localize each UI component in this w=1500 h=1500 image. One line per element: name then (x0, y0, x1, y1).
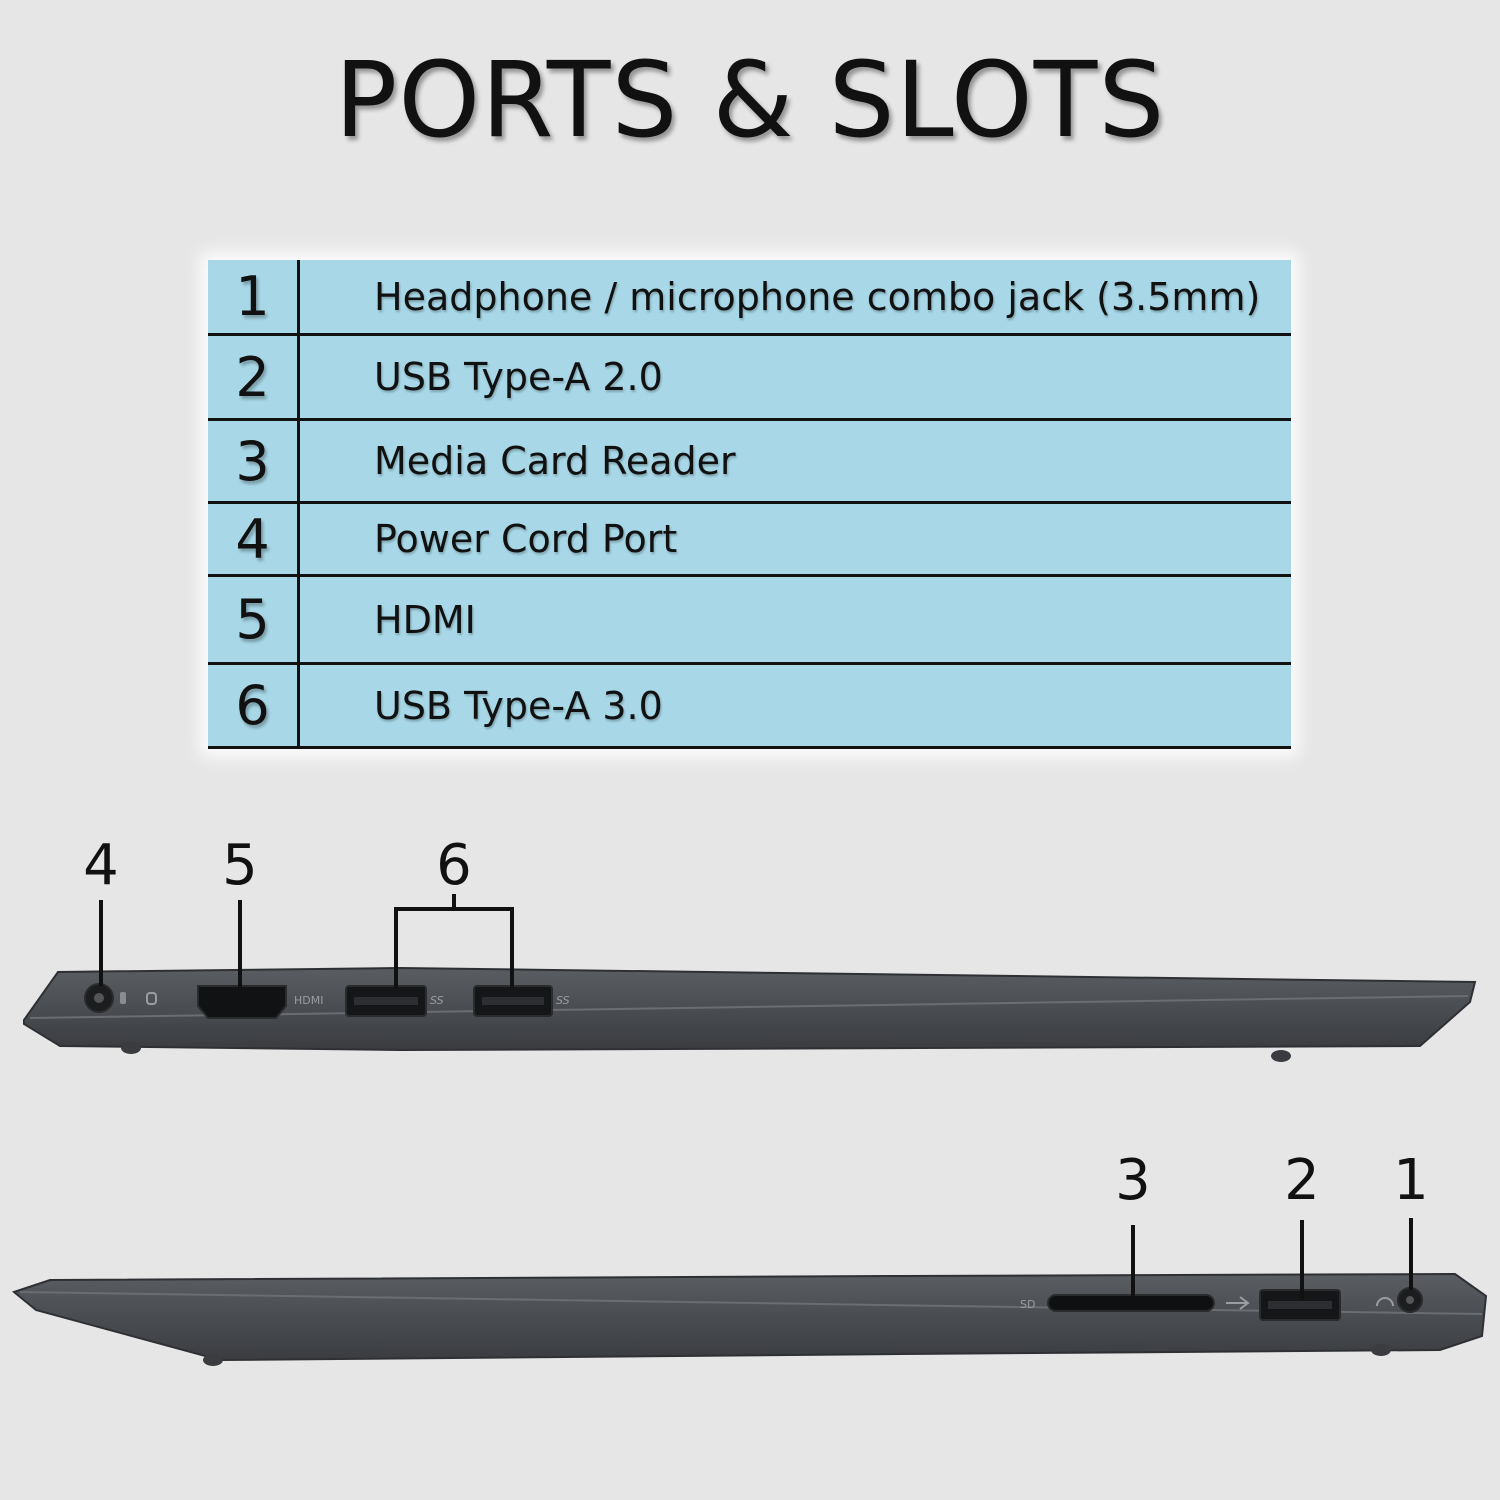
page-title: PORTS & SLOTS (334, 39, 1166, 161)
port-number: 1 (208, 260, 300, 333)
port-label: HDMI (374, 597, 476, 642)
callout-number: 1 (1393, 1148, 1429, 1213)
ports-table: 1 Headphone / microphone combo jack (3.5… (208, 260, 1291, 749)
port-label: USB Type-A 2.0 (374, 355, 663, 399)
battery-led-icon (146, 992, 157, 1005)
hdmi-port (197, 985, 287, 1019)
table-row: 5 HDMI (208, 577, 1291, 665)
callout-number: 6 (436, 833, 472, 898)
port-number: 6 (208, 665, 300, 746)
laptop-right-side: SD (11, 1218, 1488, 1366)
callout-number: 5 (222, 833, 258, 898)
callout-number: 2 (1284, 1148, 1320, 1213)
headphone-icon (1376, 1297, 1394, 1307)
port-number: 3 (208, 421, 300, 501)
port-number: 2 (208, 336, 300, 418)
sd-marking: SD (1020, 1298, 1035, 1311)
port-label: Headphone / microphone combo jack (3.5mm… (374, 274, 1261, 319)
port-label: Media Card Reader (374, 439, 736, 483)
power-icon (120, 992, 126, 1004)
usb-icon (1226, 1296, 1250, 1310)
table-row: 6 USB Type-A 3.0 (208, 665, 1291, 746)
port-label: USB Type-A 3.0 (374, 683, 663, 728)
usb3-marking: SS (430, 994, 444, 1007)
hdmi-marking: HDMI (294, 994, 323, 1007)
callout-number: 4 (83, 833, 119, 898)
port-label: Power Cord Port (374, 517, 678, 561)
sd-card-slot (1047, 1294, 1215, 1312)
table-row: 4 Power Cord Port (208, 504, 1291, 577)
table-row: 2 USB Type-A 2.0 (208, 336, 1291, 421)
port-number: 5 (208, 577, 300, 662)
laptop-left-side: HDMI SS SS (23, 894, 1477, 1062)
table-row: 1 Headphone / microphone combo jack (3.5… (208, 260, 1291, 336)
port-number: 4 (208, 504, 300, 574)
table-row: 3 Media Card Reader (208, 421, 1291, 504)
usb3-marking: SS (556, 994, 570, 1007)
callout-number: 3 (1115, 1148, 1151, 1213)
